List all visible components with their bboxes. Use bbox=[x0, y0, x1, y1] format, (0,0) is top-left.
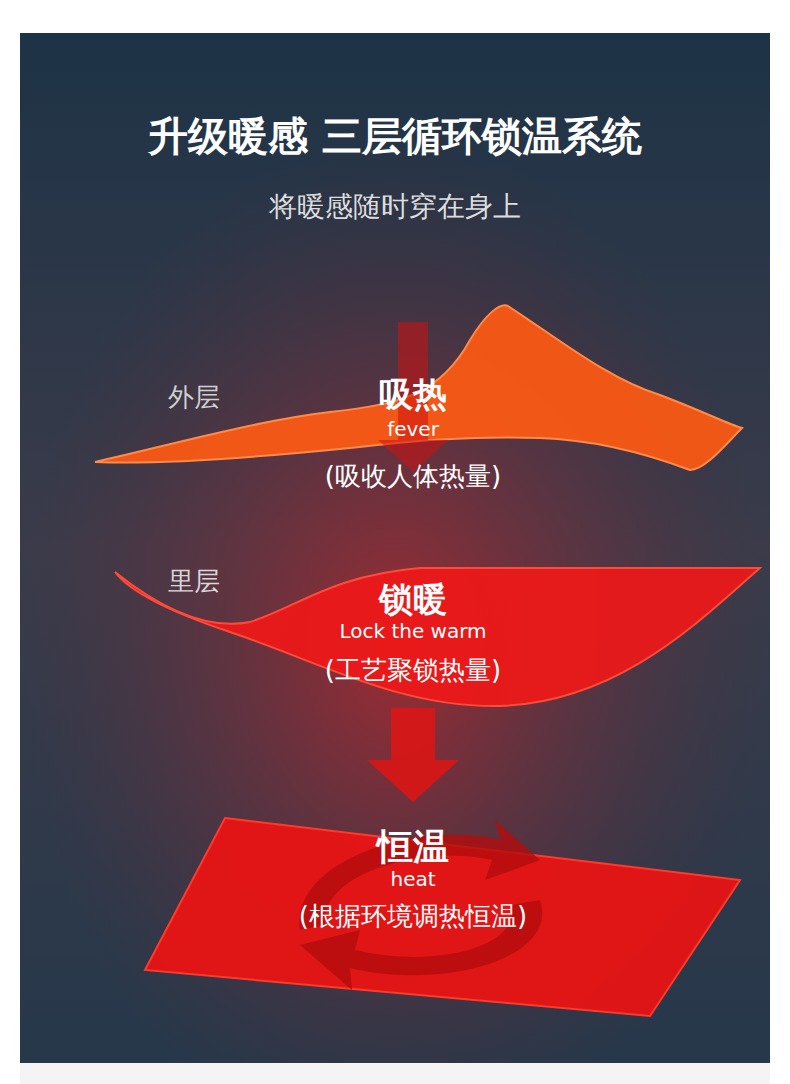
layer-text: 恒温 bbox=[377, 826, 449, 867]
layer-text: (根据环境调热恒温) bbox=[299, 902, 527, 932]
layer-name: 里层 bbox=[168, 567, 220, 597]
subtitle: 将暖感随时穿在身上 bbox=[269, 191, 521, 223]
layer-text: 吸热 bbox=[379, 375, 447, 414]
flow-arrow bbox=[367, 708, 459, 802]
constant-layer: 恒温heat (根据环境调热恒温) bbox=[140, 800, 745, 1022]
layer-text: heat bbox=[390, 868, 435, 891]
layer-text: fever bbox=[387, 418, 439, 441]
inner-layer: 里层 锁暖Lock the warm (工艺聚锁热量) bbox=[110, 560, 765, 712]
layer-text: (吸收人体热量) bbox=[325, 462, 501, 492]
layer-text: Lock the warm bbox=[339, 620, 486, 643]
layer-text: (工艺聚锁热量) bbox=[325, 656, 501, 686]
title: 升级暖感 三层循环锁温系统 bbox=[148, 113, 642, 159]
arrow-shape bbox=[367, 708, 459, 802]
outer-layer: 外层 吸热 fever (吸收人体热量) bbox=[90, 295, 750, 510]
layer-text: 锁暖 bbox=[379, 580, 447, 619]
layer-name: 外层 bbox=[168, 383, 220, 413]
